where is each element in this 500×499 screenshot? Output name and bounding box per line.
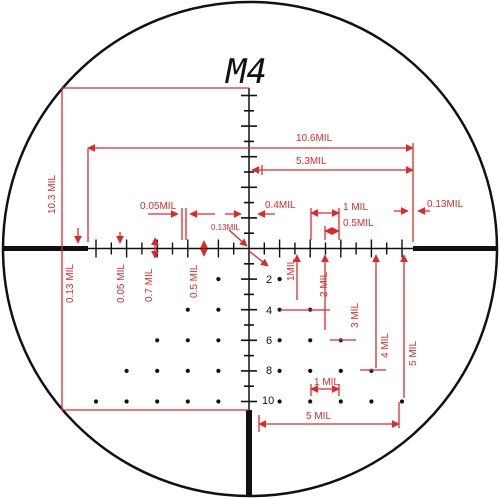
- holdover-dot: [216, 338, 221, 343]
- reticle-fine-lines: [88, 88, 413, 410]
- holdover-dot: [308, 368, 313, 373]
- holdover-number-10: 10: [262, 395, 274, 407]
- holdover-dot: [93, 399, 99, 404]
- reticle-name: M4: [225, 52, 267, 92]
- holdover-dot: [399, 399, 405, 404]
- left-post: [3, 246, 88, 251]
- bracket-10-3: [61, 87, 249, 411]
- holdover-dot: [185, 399, 190, 404]
- holdover-dot: [185, 368, 190, 373]
- holdover-dot: [277, 338, 282, 343]
- holdover-dot: [369, 399, 374, 404]
- label-4-mil: 4 MIL: [380, 333, 391, 358]
- holdover-dot: [216, 399, 221, 404]
- label-1-mil-top: 1 MIL: [343, 202, 368, 213]
- label-10-6: 10.6MIL: [296, 133, 333, 144]
- label-5-3: 5.3MIL: [296, 156, 327, 167]
- holdover-dot: [185, 307, 190, 312]
- holdover-dot: [277, 307, 282, 312]
- label-2-mil: 2 MIL: [319, 272, 330, 297]
- bottom-post: [246, 410, 252, 496]
- holdover-dot: [277, 399, 282, 404]
- holdover-dot: [277, 277, 282, 282]
- label-0-4: 0.4MIL: [265, 200, 296, 211]
- holdover-dot: [124, 399, 129, 404]
- holdover-dot: [308, 399, 313, 404]
- label-10-3: 10.3 MIL: [47, 175, 58, 214]
- holdover-dot: [155, 399, 160, 404]
- reticle-posts: [3, 246, 497, 496]
- arrow-0-13-center: [228, 229, 248, 247]
- arrow-1-mil-v: [248, 250, 269, 267]
- label-1-mil-bottom: 1 MIL: [314, 377, 339, 388]
- label-1-mil-v: 1MIL: [286, 258, 297, 281]
- holdover-dot: [216, 368, 221, 373]
- label-0-13-v: 0.13 MIL: [65, 264, 76, 303]
- label-0-05-v: 0.05 MIL: [116, 264, 127, 303]
- holdover-dot: [185, 338, 190, 343]
- label-5-mil-bottom: 5 MIL: [306, 411, 331, 422]
- holdover-dot: [155, 338, 160, 343]
- label-3-mil: 3 MIL: [350, 303, 361, 328]
- reticle-ticks: [95, 94, 403, 403]
- holdover-dot: [277, 368, 282, 373]
- label-0-13-center: 0.13MIL: [211, 223, 240, 232]
- label-0-13-right: 0.13MIL: [427, 199, 464, 210]
- holdover-dot: [308, 338, 313, 343]
- holdover-dots: [93, 277, 405, 404]
- holdover-dot: [338, 399, 343, 404]
- label-0-5-top: 0.5MIL: [343, 218, 374, 229]
- holdover-dot: [216, 277, 221, 282]
- holdover-number-8: 8: [266, 365, 272, 377]
- annotations: [61, 87, 430, 432]
- right-post: [413, 246, 497, 251]
- label-5-mil: 5 MIL: [408, 341, 419, 366]
- holdover-number-4: 4: [266, 305, 272, 317]
- holdover-dot: [124, 368, 129, 373]
- label-0-5-v: 0.5 MIL: [189, 264, 200, 298]
- holdover-number-2: 2: [266, 274, 272, 286]
- holdover-dot: [155, 368, 160, 373]
- holdover-dot: [338, 368, 343, 373]
- annotation-labels: 10.6MIL 5.3MIL 10.3 MIL 0.05MIL 0.4MIL 1…: [47, 133, 464, 422]
- label-0-05-h: 0.05MIL: [140, 201, 177, 212]
- holdover-dot: [216, 307, 221, 312]
- label-0-7: 0.7 MIL: [144, 268, 155, 302]
- holdover-number-6: 6: [266, 335, 272, 347]
